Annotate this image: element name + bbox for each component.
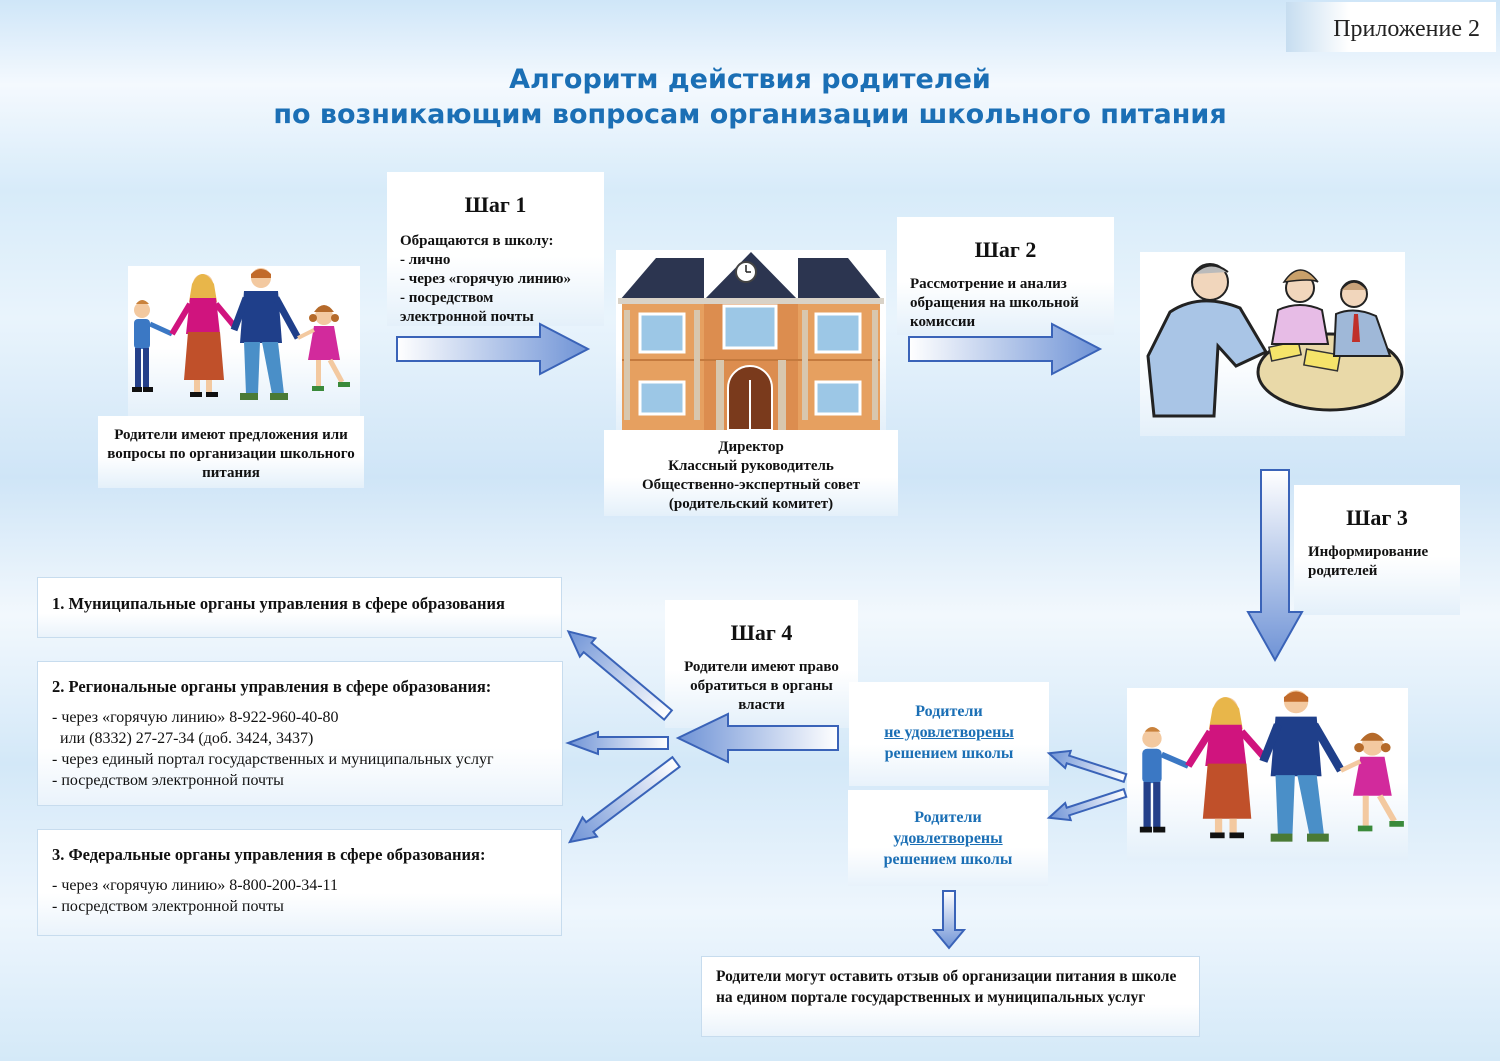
arrow-down-left-icon (567, 755, 682, 844)
step4-title: Шаг 4 (730, 620, 793, 645)
step3-line: родителей (1308, 563, 1378, 579)
school-illustration (616, 250, 886, 430)
family-illustration-bottom (1127, 688, 1408, 860)
arrow-right-icon (396, 322, 591, 376)
appendix-label: Приложение 2 (1286, 2, 1496, 52)
arrow-left-icon (1046, 749, 1128, 784)
step1-card: Шаг 1 Обращаются в школу: - лично - чере… (387, 172, 604, 326)
school-caption-line: Классный руководитель (668, 458, 834, 474)
step1-line: Обращаются в школу: (400, 233, 554, 249)
arrow-left-icon (565, 730, 669, 756)
authority-municipal: 1. Муниципальные органы управления в сфе… (37, 577, 562, 638)
step3-title: Шаг 3 (1346, 505, 1408, 530)
step4-line: Родители имеют право (684, 659, 839, 675)
arrow-left-icon (1046, 787, 1128, 822)
authority-heading: 3. Федеральные органы управления в сфере… (52, 845, 486, 864)
family-icon (1139, 690, 1404, 842)
authority-regional: 2. Региональные органы управления в сфер… (37, 661, 563, 806)
authority-heading: 2. Региональные органы управления в сфер… (52, 677, 492, 696)
authority-line: - посредством электронной почты (52, 898, 284, 915)
authority-heading: 1. Муниципальные органы управления в сфе… (52, 594, 505, 613)
family-illustration-top (128, 266, 360, 416)
step2-line: Рассмотрение и анализ (910, 276, 1067, 292)
step1-title: Шаг 1 (464, 192, 527, 217)
authority-line: - через единый портал государственных и … (52, 751, 494, 768)
parents-not-satisfied: Родители не удовлетворены решением школы (849, 682, 1049, 786)
step2-text: Рассмотрение и анализ обращения на школь… (910, 275, 1114, 332)
step4-card: Шаг 4 Родители имеют право обратиться в … (665, 600, 858, 728)
not-satisfied-line: не удовлетворены (849, 722, 1049, 743)
step2-line: комиссии (910, 314, 976, 330)
meeting-illustration (1140, 252, 1405, 436)
step1-line: электронной почты (400, 309, 534, 325)
step4-text: Родители имеют право обратиться в органы… (665, 658, 858, 715)
satisfied-underlined: удовлетворены (893, 830, 1003, 847)
not-satisfied-line: решением школы (884, 745, 1014, 762)
not-satisfied-line: Родители (915, 703, 983, 720)
step3-card: Шаг 3 Информирование родителей (1294, 485, 1460, 615)
step2-title: Шаг 2 (974, 237, 1037, 262)
step3-line: Информирование (1308, 544, 1429, 560)
school-caption-line: Общественно-экспертный совет (641, 477, 861, 493)
school-caption-line: Директор (718, 439, 784, 455)
step2-card: Шаг 2 Рассмотрение и анализ обращения на… (897, 217, 1114, 335)
parents-satisfied: Родители удовлетворены решением школы (848, 790, 1048, 886)
feedback-box: Родители могут оставить отзыв об организ… (701, 956, 1200, 1037)
step1-line: - посредством (400, 290, 494, 306)
authority-line: или (8332) 27-27-34 (доб. 3424, 3437) (52, 730, 314, 747)
not-satisfied-underlined: не удовлетворены (884, 724, 1014, 741)
meeting-icon (1146, 263, 1404, 418)
arrow-up-left-icon (566, 629, 674, 722)
arrow-down-icon (931, 890, 967, 950)
page-title-line1: Алгоритм действия родителей (509, 64, 991, 95)
authority-line: - через «горячую линию» 8-800-200-34-11 (52, 877, 338, 894)
satisfied-line: решением школы (883, 851, 1013, 868)
authority-line: - посредством электронной почты (52, 772, 284, 789)
school-caption: Директор Классный руководитель Обществен… (604, 430, 898, 516)
authority-line: - через «горячую линию» 8-922-960-40-80 (52, 709, 339, 726)
satisfied-line: Родители (914, 809, 982, 826)
page-title-line2: по возникающим вопросам организации школ… (273, 99, 1227, 130)
step3-text: Информирование родителей (1308, 543, 1460, 581)
authority-federal: 3. Федеральные органы управления в сфере… (37, 829, 562, 936)
satisfied-line: удовлетворены (848, 828, 1048, 849)
family-icon (132, 268, 350, 400)
step1-text: Обращаются в школу: - лично - через «гор… (400, 232, 604, 327)
step4-line: обратиться в органы (690, 678, 833, 694)
parents-caption: Родители имеют предложения или вопросы п… (98, 416, 364, 488)
school-building-icon (618, 252, 884, 430)
step2-line: обращения на школьной (910, 295, 1079, 311)
step1-line: - лично (400, 252, 451, 268)
step1-line: - через «горячую линию» (400, 271, 572, 287)
school-caption-line: (родительский комитет) (668, 496, 834, 512)
step4-line: власти (738, 697, 785, 713)
